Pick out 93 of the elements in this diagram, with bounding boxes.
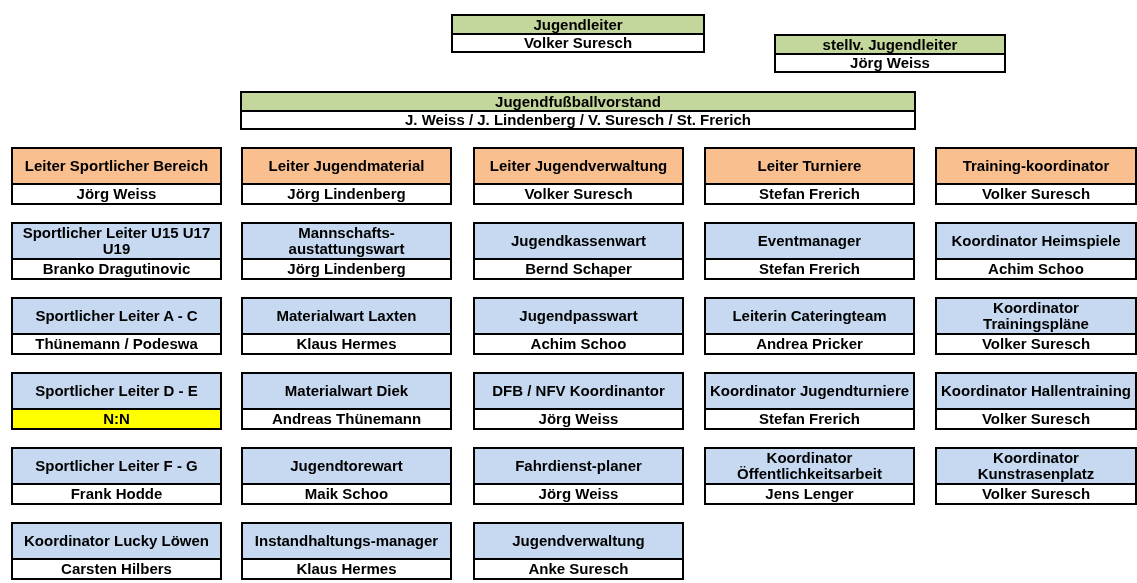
role-title: Fahrdienst-planer [515, 458, 642, 474]
person-name: Jörg Weiss [76, 186, 157, 202]
role-title: Instandhaltungs-manager [254, 533, 439, 549]
role-card [11, 522, 222, 580]
role-title: Materialwart Diek [284, 383, 409, 399]
role-card [11, 447, 222, 505]
person-name: Thünemann / Podeswa [35, 336, 198, 352]
person-name: Carsten Hilbers [61, 561, 172, 577]
role-title: Sportlicher Leiter D - E [35, 383, 198, 399]
role-card [704, 447, 915, 505]
role-card [241, 147, 452, 205]
person-name: Andrea Pricker [756, 336, 863, 352]
role-title: Jugendpasswart [519, 308, 638, 324]
role-title: Leiter Jugendverwaltung [489, 158, 668, 174]
role-title: Koordinator Kunstrasenplatz [976, 450, 1096, 482]
role-title: Eventmanager [757, 233, 862, 249]
role-title: Jugendleiter [533, 16, 623, 33]
person-name: Jörg Lindenberg [287, 186, 406, 202]
role-card [704, 297, 915, 355]
role-title: stellv. Jugendleiter [822, 36, 958, 53]
person-name: Volker Suresch [981, 186, 1091, 202]
role-card [241, 447, 452, 505]
person-name: Klaus Hermes [296, 561, 397, 577]
role-title: Jugendkassenwart [510, 233, 647, 249]
role-title: Koordinator Lucky Löwen [24, 533, 209, 549]
role-title: Mannschafts-austattungswart [287, 225, 406, 257]
person-name: Maik Schoo [304, 486, 389, 502]
person-name: Bernd Schaper [525, 261, 632, 277]
role-card [935, 222, 1137, 280]
role-title: Leiter Turniere [757, 158, 862, 174]
person-name: Volker Suresch [981, 411, 1091, 427]
role-title: Koordinator Hallentraining [941, 383, 1131, 399]
role-card [473, 297, 684, 355]
role-card [241, 522, 452, 580]
role-title: Sportlicher Leiter F - G [35, 458, 198, 474]
person-name: Jörg Weiss [850, 55, 930, 71]
role-title: Koordinator Öffentlichkeitsarbeit [735, 450, 883, 482]
role-title: Jugendverwaltung [512, 533, 645, 549]
role-title: Jugendfußballvorstand [495, 93, 661, 110]
role-title: Koordinator Trainingspläne [982, 300, 1090, 332]
person-name: Andreas Thünemann [271, 411, 422, 427]
role-title: Leiter Sportlicher Bereich [24, 158, 209, 174]
role-card [11, 372, 222, 430]
role-card [473, 372, 684, 430]
person-name: Jörg Weiss [538, 411, 619, 427]
role-title: Sportlicher Leiter U15 U17 U19 [21, 225, 212, 257]
role-card [473, 222, 684, 280]
role-card [774, 34, 1006, 73]
role-card [473, 447, 684, 505]
role-card [704, 222, 915, 280]
role-card [240, 91, 916, 130]
role-card [11, 297, 222, 355]
person-name: Jörg Weiss [538, 486, 619, 502]
role-card [473, 522, 684, 580]
role-card [704, 147, 915, 205]
person-name: Volker Suresch [981, 336, 1091, 352]
role-title: DFB / NFV Koordinantor [492, 383, 665, 399]
person-name: Branko Dragutinovic [42, 261, 191, 277]
role-card [935, 147, 1137, 205]
role-card [935, 447, 1137, 505]
person-name: Volker Suresch [524, 186, 633, 202]
person-name: Stefan Frerich [759, 186, 860, 202]
role-card [935, 297, 1137, 355]
person-name: N:N [103, 411, 130, 427]
role-card [11, 147, 222, 205]
role-title: Leiterin Cateringteam [732, 308, 887, 324]
role-card [241, 372, 452, 430]
person-name: Jens Lenger [765, 486, 854, 502]
person-name: Stefan Frerich [759, 261, 860, 277]
person-name: Achim Schoo [530, 336, 627, 352]
role-card [704, 372, 915, 430]
person-name: Achim Schoo [988, 261, 1084, 277]
role-title: Materialwart Laxten [276, 308, 417, 324]
role-card [935, 372, 1137, 430]
person-name: Volker Suresch [981, 486, 1091, 502]
role-card [241, 297, 452, 355]
person-name: Anke Suresch [528, 561, 629, 577]
role-title: Sportlicher Leiter A - C [35, 308, 198, 324]
person-name: J. Weiss / J. Lindenberg / V. Suresch / St. Frerich [405, 112, 751, 128]
person-name: Stefan Frerich [759, 411, 860, 427]
role-card [451, 14, 705, 53]
person-name: Frank Hodde [70, 486, 163, 502]
person-name: Klaus Hermes [296, 336, 397, 352]
role-card [241, 222, 452, 280]
role-title: Koordinator Heimspiele [951, 233, 1121, 249]
role-card [473, 147, 684, 205]
role-title: Training-koordinator [962, 158, 1110, 174]
person-name: Jörg Lindenberg [287, 261, 406, 277]
role-title: Jugendtorewart [290, 458, 403, 474]
person-name: Volker Suresch [523, 35, 633, 51]
role-title: Leiter Jugendmaterial [268, 158, 425, 174]
role-title: Koordinator Jugendturniere [709, 383, 910, 399]
role-card [11, 222, 222, 280]
